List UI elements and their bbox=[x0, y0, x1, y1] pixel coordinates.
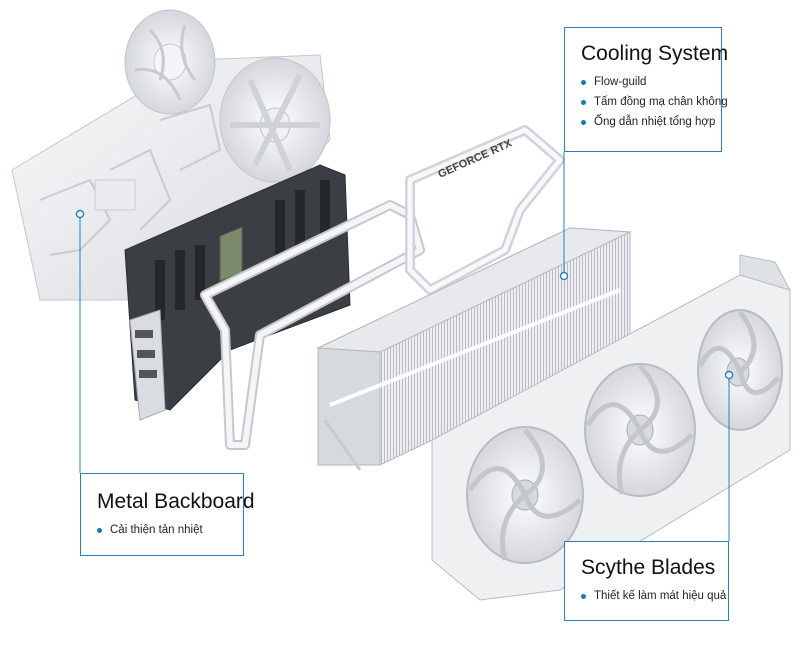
bullet-dot-icon bbox=[581, 80, 586, 85]
callout-bullet-list: Cải thiện tản nhiệt bbox=[97, 520, 243, 540]
callout-bullet: Tấm đồng mạ chân không bbox=[581, 92, 728, 112]
anchor-backboard bbox=[75, 209, 85, 219]
anchor-cooling bbox=[559, 271, 569, 281]
callout-scythe-blades: Scythe Blades Thiết kế làm mát hiệu quả bbox=[564, 541, 729, 621]
bullet-dot-icon bbox=[581, 594, 586, 599]
callout-bullet: Flow-guild bbox=[581, 72, 721, 92]
callout-title: Cooling System bbox=[581, 42, 729, 65]
scythe-fan-2 bbox=[584, 363, 696, 497]
callout-bullet: Cải thiện tản nhiệt bbox=[97, 520, 243, 540]
callout-metal-backboard: Metal Backboard Cải thiện tản nhiệt bbox=[80, 473, 255, 556]
callout-bullet: Thiết kế làm mát hiệu quả bbox=[581, 586, 728, 606]
callout-cooling-system: Cooling System Flow-guild Tấm đồng mạ ch… bbox=[564, 27, 729, 152]
callout-title: Scythe Blades bbox=[581, 556, 716, 579]
bullet-dot-icon bbox=[97, 528, 102, 533]
bullet-dot-icon bbox=[581, 120, 586, 125]
backplate-fan-left bbox=[124, 9, 216, 115]
scythe-fan-1 bbox=[466, 426, 584, 564]
scythe-fan-3 bbox=[697, 309, 783, 431]
callout-title: Metal Backboard bbox=[97, 490, 255, 513]
inner-frame bbox=[200, 200, 425, 450]
callout-bullet: Ống dẫn nhiệt tổng hợp bbox=[581, 112, 721, 132]
graphics-card-pcb bbox=[124, 164, 351, 421]
backplate-fan-right bbox=[219, 57, 331, 183]
bullet-dot-icon bbox=[581, 100, 586, 105]
callout-bullet-list: Flow-guild Tấm đồng mạ chân không Ống dẫ… bbox=[581, 72, 728, 132]
anchor-scythe bbox=[724, 370, 734, 380]
callout-bullet-list: Thiết kế làm mát hiệu quả bbox=[581, 586, 728, 606]
